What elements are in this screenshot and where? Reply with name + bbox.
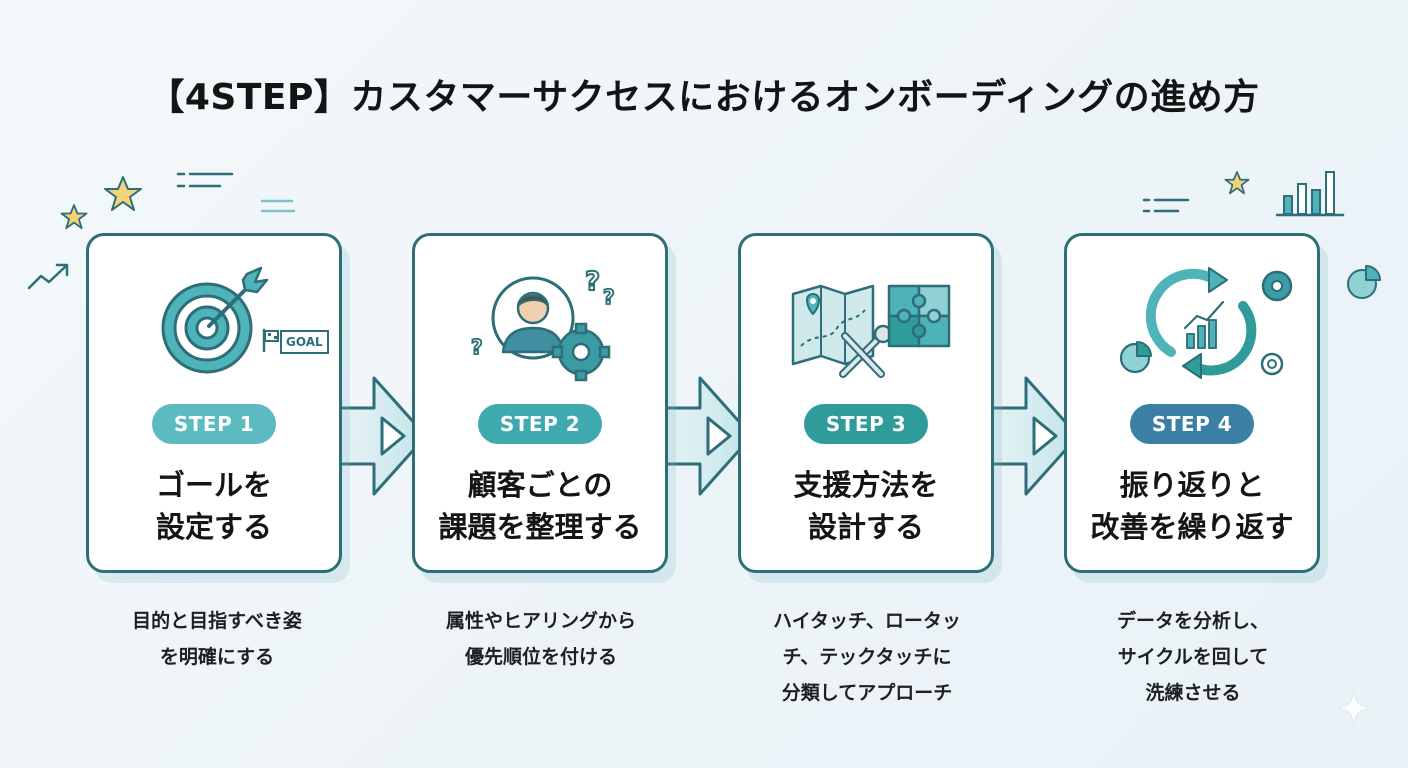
description-line: 優先順位を付ける [464, 646, 617, 668]
gear-icon [551, 322, 611, 382]
step-title-line: 支援方法を [793, 468, 939, 502]
star-icon [1224, 171, 1250, 195]
flag-icon [262, 328, 279, 352]
gear-icon [1261, 270, 1293, 302]
description-line: 目的と目指すべき姿 [132, 610, 302, 632]
customer-gear-icon: ? ? ? [470, 266, 616, 382]
description-line: ハイタッチ、ロータッ [773, 610, 961, 632]
step-title: 振り返りと 改善を繰り返す [1067, 464, 1317, 548]
description-line: データを分析し、 [1116, 610, 1269, 632]
step-title: 支援方法を 設計する [741, 464, 991, 548]
step-description-3: ハイタッチ、ロータッ チ、テックタッチに 分類してアプローチ [727, 603, 1007, 711]
dash-lines-icon [260, 199, 296, 213]
step-card-4: STEP 4 振り返りと 改善を繰り返す [1064, 233, 1320, 573]
star-icon [60, 204, 88, 230]
step-title-line: 設定する [155, 510, 272, 544]
step-badge: STEP 1 [152, 404, 276, 444]
goal-label: GOAL [280, 330, 329, 354]
puzzle-icon [887, 284, 951, 348]
page-title: 【4STEP】カスタマーサクセスにおけるオンボーディングの進め方 [148, 77, 1260, 118]
step-title: ゴールを 設定する [89, 464, 339, 548]
step-title-line: 改善を繰り返す [1090, 510, 1294, 544]
tools-icon [839, 324, 893, 378]
gear-icon [1260, 352, 1284, 376]
description-line: を明確にする [159, 646, 275, 668]
pie-chart-icon [1119, 341, 1152, 374]
description-line: サイクルを回して [1117, 646, 1269, 668]
sparkle-icon [1336, 690, 1372, 726]
speed-lines-icon [1142, 198, 1190, 213]
map-tools-puzzle-icon [791, 284, 951, 378]
step-title-line: ゴールを [155, 468, 272, 502]
step-description-2: 属性やヒアリングから 優先順位を付ける [401, 603, 681, 675]
description-line: 属性やヒアリングから [445, 610, 636, 632]
description-line: 洗練させる [1145, 682, 1241, 704]
step-title-line: 課題を整理する [438, 510, 642, 544]
step-description-1: 目的と目指すべき姿 を明確にする [77, 603, 357, 675]
step-title-line: 設計する [807, 510, 924, 544]
speed-lines-icon [176, 172, 234, 188]
step-card-3: STEP 3 支援方法を 設計する [738, 233, 994, 573]
description-line: チ、テックタッチに [782, 646, 952, 668]
step-title-line: 振り返りと [1119, 468, 1265, 502]
pie-chart-icon [1347, 265, 1381, 299]
goal-flag: GOAL [261, 328, 329, 354]
question-mark-icon: ? [603, 285, 615, 309]
bar-chart-icon [1275, 171, 1345, 217]
star-icon [104, 176, 142, 211]
question-mark-icon: ? [471, 335, 483, 359]
mini-bar-chart-icon [1183, 300, 1225, 349]
step-title-line: 顧客ごとの [467, 468, 613, 502]
step-badge: STEP 4 [1130, 404, 1254, 444]
arrow-icon [648, 376, 754, 496]
step-card-1: GOAL STEP 1 ゴールを 設定する [86, 233, 342, 573]
description-line: 分類してアプローチ [781, 682, 953, 704]
step-badge: STEP 2 [478, 404, 602, 444]
step-card-2: ? ? ? STEP 2 顧客ごとの 課題を整理する [412, 233, 668, 573]
target-goal-icon [161, 266, 269, 374]
cycle-chart-icon [1119, 267, 1293, 379]
step-title: 顧客ごとの 課題を整理する [415, 464, 665, 548]
trend-arrow-icon [27, 263, 69, 290]
step-badge: STEP 3 [804, 404, 928, 444]
step-description-4: データを分析し、 サイクルを回して 洗練させる [1053, 603, 1333, 711]
question-mark-icon: ? [585, 267, 600, 297]
